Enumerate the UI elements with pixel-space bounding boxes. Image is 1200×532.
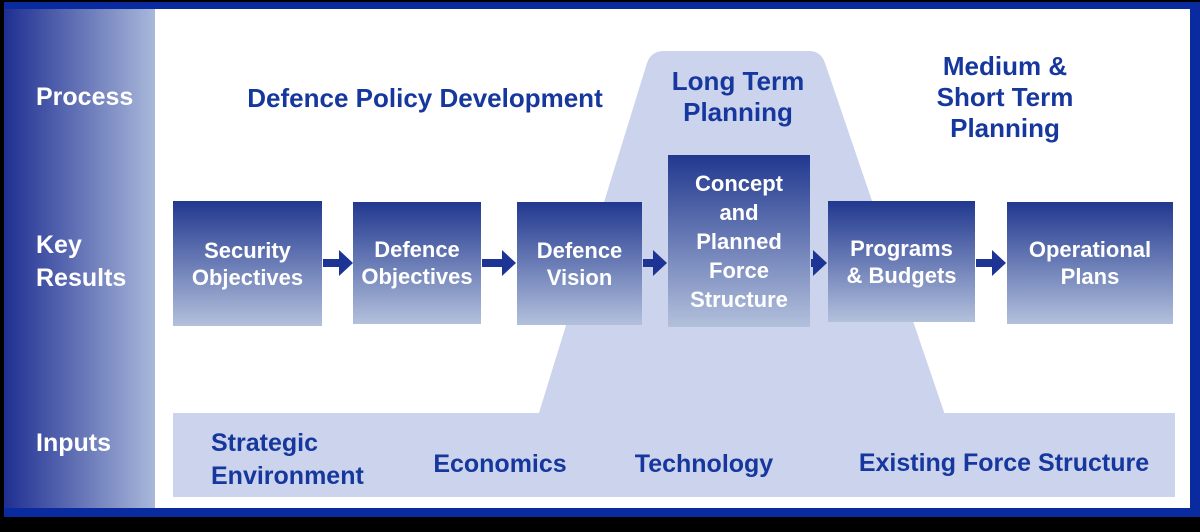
box-concept-line4: Force [709,257,769,283]
box-concept-line3: Planned [696,228,782,254]
process-long-term-line2: Planning [683,97,793,127]
box-defence-vision-line1: Defence [536,237,623,263]
input-economics: Economics [433,450,567,478]
box-operational-plans: Operational Plans [1007,202,1173,324]
process-medium-short-line1: Medium & [942,51,1068,81]
row-header-sidebar [4,9,155,508]
box-programs-budgets: Programs & Budgets [828,201,975,322]
flow-arrow-shaft [643,259,655,267]
box-defence-vision: Defence Vision [517,202,642,325]
flow-arrow-3 [643,250,667,276]
box-programs-budgets-line2: & Budgets [846,262,957,288]
box-concept-line5: Structure [690,286,788,312]
box-concept-line1: Concept [695,170,783,196]
process-medium-short-term-planning: Medium & Short Term Planning [880,51,1130,144]
row-label-key-results: Key Results [36,229,126,295]
row-label-key-results-line2: Results [36,264,127,292]
flow-arrow-head-icon [992,250,1006,276]
input-technology: Technology [634,450,774,478]
flow-arrow-2 [482,250,516,276]
flow-arrow-shaft [323,259,341,267]
flow-arrow-head-icon [339,250,353,276]
box-programs-budgets-line1: Programs [850,235,953,261]
flow-arrow-head-icon [813,250,827,276]
box-concept-planned-force-structure: Concept and Planned Force Structure [668,155,810,327]
box-defence-objectives: Defence Objectives [353,202,481,324]
process-medium-short-line2: Short Term [936,82,1074,112]
flow-arrow-shaft [482,259,504,267]
box-concept-line2: and [719,199,759,225]
box-defence-objectives-line1: Defence [374,237,460,262]
flow-arrow-5 [976,250,1006,276]
flow-arrow-1 [323,250,353,276]
row-label-inputs: Inputs [36,429,111,457]
row-label-process: Process [36,83,134,111]
inputs-bar [173,413,1175,497]
flow-arrow-4 [811,250,827,276]
box-security-objectives: Security Objectives [173,201,322,326]
process-defence-policy-development: Defence Policy Development [247,83,603,113]
input-strategic-environment-line2: Environment [211,462,364,490]
flow-arrow-shaft [976,259,994,267]
process-medium-short-line3: Planning [950,113,1060,143]
process-long-term-line1: Long Term [671,66,805,96]
row-label-key-results-line1: Key [36,231,82,259]
process-long-term-planning: Long Term Planning [638,66,838,128]
box-defence-vision-line2: Vision [546,264,613,290]
flow-arrow-head-icon [502,250,516,276]
input-strategic-environment: Strategic Environment [211,427,364,493]
box-security-objectives-line2: Objectives [191,264,304,290]
input-existing-force-structure: Existing Force Structure [858,449,1150,477]
box-operational-plans-line1: Operational [1028,237,1152,262]
flow-arrow-head-icon [653,250,667,276]
input-strategic-environment-line1: Strategic [211,429,318,457]
box-defence-objectives-line2: Objectives [361,264,473,289]
box-security-objectives-line1: Security [204,237,291,263]
box-operational-plans-line2: Plans [1060,264,1120,289]
